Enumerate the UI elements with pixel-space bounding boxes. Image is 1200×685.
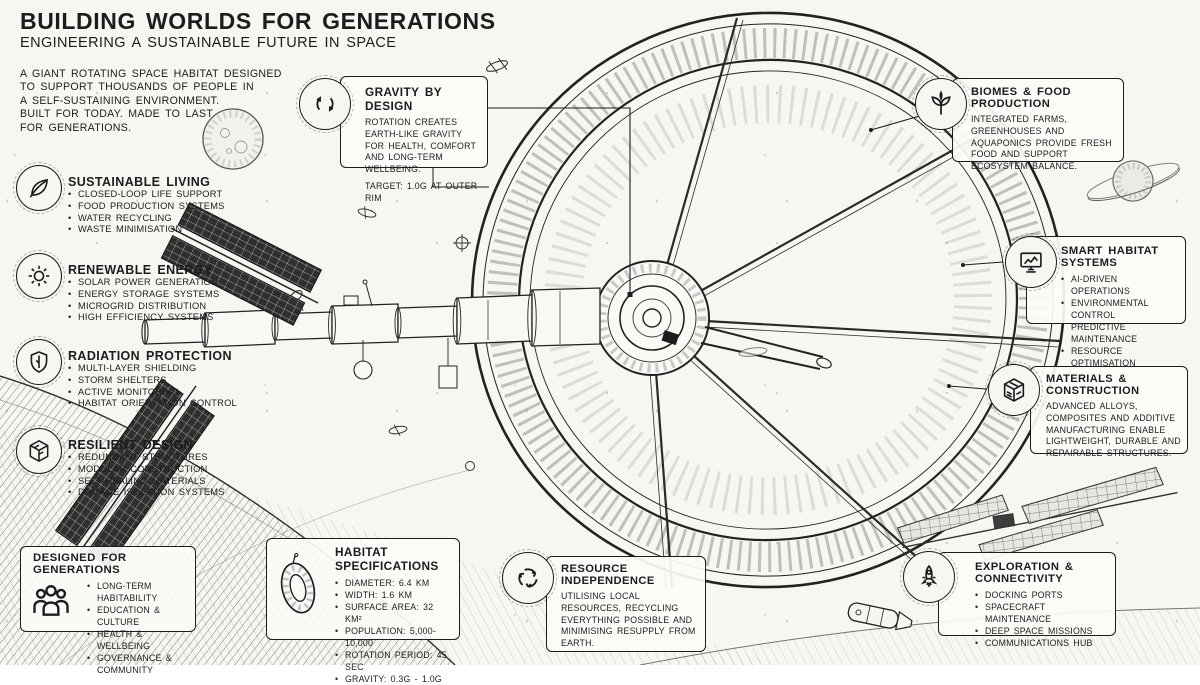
bullet-item: MICROGRID DISTRIBUTION xyxy=(68,301,268,313)
box-title: HABITAT SPECIFICATIONS xyxy=(335,545,439,573)
box-body: ROTATION CREATES EARTH-LIKE GRAVITY FOR … xyxy=(365,117,476,175)
bullet-item: WIDTH: 1.6 KM xyxy=(335,589,453,601)
bullet-item: ENVIRONMENTAL CONTROL xyxy=(1061,297,1179,321)
torus-icon xyxy=(280,553,316,614)
bullet-item: ENERGY STORAGE SYSTEMS xyxy=(68,289,268,301)
bullet-item: FOOD PRODUCTION SYSTEMS xyxy=(68,201,268,213)
solar-station xyxy=(897,466,1178,561)
intro-paragraph: A GIANT ROTATING SPACE HABITAT DESIGNED … xyxy=(20,68,282,135)
box-title: DESIGNED FOR GENERATIONS xyxy=(33,552,127,576)
intro-line: TO SUPPORT THOUSANDS OF PEOPLE IN xyxy=(20,81,254,94)
bullet-item: EDUCATION & CULTURE xyxy=(87,604,187,628)
bullet-item: SELF-HEALING MATERIALS xyxy=(68,476,268,488)
monitor-icon xyxy=(1002,233,1060,291)
box-title: SMART HABITAT SYSTEMS xyxy=(1061,245,1159,269)
exploration-connectivity-box: EXPLORATION & CONNECTIVITY DOCKING PORTS… xyxy=(938,552,1116,649)
bullet-item: REDUNDANT STRUCTURES xyxy=(68,452,268,464)
bullet-item: CLOSED-LOOP LIFE SUPPORT xyxy=(68,189,268,201)
bullet-item: ROTATION PERIOD: 45 SEC xyxy=(335,649,453,673)
box-title: BIOMES & FOOD PRODUCTION xyxy=(971,86,1071,110)
bullet-item: STORM SHELTERS xyxy=(68,375,268,387)
box-title: EXPLORATION & CONNECTIVITY xyxy=(975,561,1074,585)
leaf-icon xyxy=(13,162,65,214)
sun-icon xyxy=(13,250,65,302)
bullet-item: DAMAGE ISOLATION SYSTEMS xyxy=(68,487,268,499)
bullet-item: HABITAT ORIENTATION CONTROL xyxy=(68,398,268,410)
cube-icon xyxy=(13,425,65,477)
bullet-item: HEALTH & WELLBEING xyxy=(87,628,187,652)
hub xyxy=(594,260,832,376)
intro-line: A SELF-SUSTAINING ENVIRONMENT. xyxy=(20,94,220,107)
shield-icon xyxy=(13,336,65,388)
bullet-item: SOLAR POWER GENERATION xyxy=(68,277,268,289)
bullet-item: GRAVITY: 0.3G - 1.0G xyxy=(335,673,453,685)
bullet-item: MULTI-LAYER SHIELDING xyxy=(68,363,268,375)
intro-line: FOR GENERATIONS. xyxy=(20,121,132,134)
box-body: INTEGRATED FARMS, GREENHOUSES AND AQUAPO… xyxy=(971,114,1112,172)
bullet-item: ACTIVE MONITORING xyxy=(68,387,268,399)
plant-icon xyxy=(912,75,970,133)
bullet-item: COMMUNICATIONS HUB xyxy=(975,637,1109,649)
bullet-item: POPULATION: 5,000-10,000 xyxy=(335,625,453,649)
axial-spine xyxy=(141,279,601,389)
bullet-item: MODULAR CONSTRUCTION xyxy=(68,464,268,476)
leader-lines xyxy=(432,107,1004,390)
bullet-item: WASTE MINIMISATION xyxy=(68,224,268,236)
bullet-item: DIAMETER: 6.4 KM xyxy=(335,577,453,589)
biomes-food-production-box: BIOMES & FOOD PRODUCTION INTEGRATED FARM… xyxy=(952,78,1124,171)
box-icon xyxy=(985,361,1043,419)
rocket-icon xyxy=(900,548,958,606)
bullet-item: HIGH EFFICIENCY SYSTEMS xyxy=(68,312,268,324)
habitat-specifications-box: HABITAT SPECIFICATIONS DIAMETER: 6.4 KM … xyxy=(266,538,460,685)
box-body: ADVANCED ALLOYS, COMPOSITES AND ADDITIVE… xyxy=(1046,401,1181,459)
people-icon xyxy=(33,585,69,616)
mini-ships xyxy=(357,57,768,471)
section-title: RESILIENT DESIGN xyxy=(68,438,194,452)
saturn-sketch xyxy=(1086,160,1180,202)
bullet-item: AI-DRIVEN OPERATIONS xyxy=(1061,273,1179,297)
page-subtitle: ENGINEERING A SUSTAINABLE FUTURE IN SPAC… xyxy=(20,35,397,51)
bullet-item: DOCKING PORTS xyxy=(975,589,1109,601)
bullet-item: WATER RECYCLING xyxy=(68,213,268,225)
moon-sketch xyxy=(202,108,264,170)
section-title: SUSTAINABLE LIVING xyxy=(68,175,211,189)
box-body: UTILISING LOCAL RESOURCES, RECYCLING EVE… xyxy=(561,591,696,649)
bullet-item: GOVERNANCE & COMMUNITY xyxy=(87,652,187,676)
bullet-item: SPACECRAFT MAINTENANCE xyxy=(975,601,1109,625)
bullet-item: SURFACE AREA: 32 KM² xyxy=(335,601,453,625)
intro-line: A GIANT ROTATING SPACE HABITAT DESIGNED xyxy=(20,68,282,80)
designed-for-generations-box: DESIGNED FOR GENERATIONS LONG-TERM HABIT… xyxy=(20,546,196,675)
bullet-item: LONG-TERM HABITABILITY xyxy=(87,580,187,604)
capsule-ship xyxy=(847,602,913,631)
gravity-by-design-box: GRAVITY BY DESIGN ROTATION CREATES EARTH… xyxy=(340,76,488,203)
gravity-target: TARGET: 1.0G AT OUTER RIM xyxy=(365,180,478,203)
box-title: GRAVITY BY DESIGN xyxy=(365,85,442,113)
poster-background: BUILDING WORLDS FOR GENERATIONS ENGINEER… xyxy=(0,0,1200,665)
recycle-icon xyxy=(499,549,557,607)
section-title: RADIATION PROTECTION xyxy=(68,349,232,363)
rotation-icon xyxy=(296,75,354,133)
section-title: RENEWABLE ENERGY xyxy=(68,263,213,277)
box-title: MATERIALS & CONSTRUCTION xyxy=(1046,373,1140,397)
bullet-item: PREDICTIVE MAINTENANCE xyxy=(1061,321,1179,345)
box-title: RESOURCE INDEPENDENCE xyxy=(561,563,655,587)
resource-independence-box: RESOURCE INDEPENDENCE UTILISING LOCAL RE… xyxy=(546,556,706,652)
page-title: BUILDING WORLDS FOR GENERATIONS xyxy=(20,8,496,34)
materials-construction-box: MATERIALS & CONSTRUCTION ADVANCED ALLOYS… xyxy=(1030,366,1188,458)
bullet-item: DEEP SPACE MISSIONS xyxy=(975,625,1109,637)
bullet-item: RESOURCE OPTIMISATION xyxy=(1061,345,1179,369)
intro-line: BUILT FOR TODAY. MADE TO LAST xyxy=(20,108,214,121)
